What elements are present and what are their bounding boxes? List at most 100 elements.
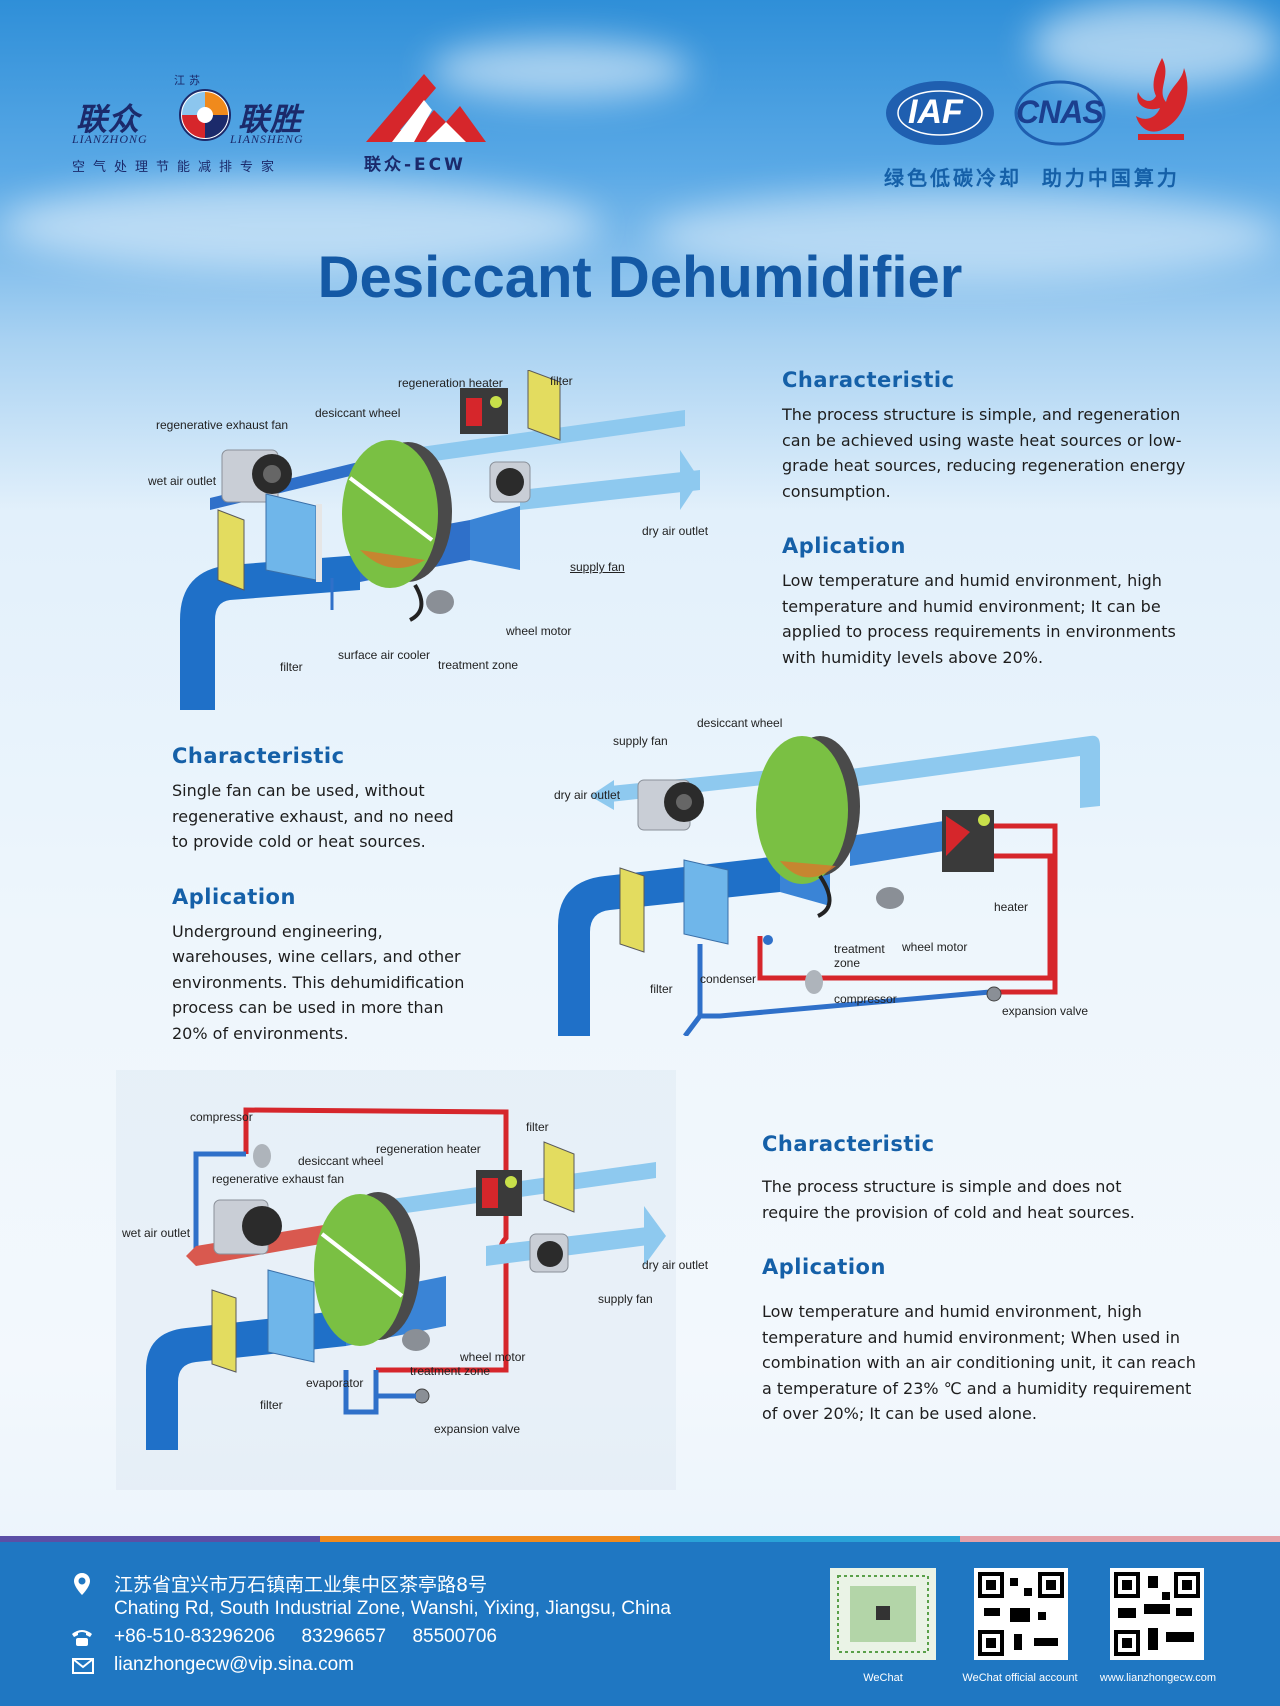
label-regeneration-heater: regeneration heater bbox=[398, 376, 503, 390]
top-filter bbox=[543, 1141, 575, 1213]
label-condenser: condenser bbox=[700, 972, 757, 986]
brand-small-text: 江苏 bbox=[174, 74, 204, 87]
label-wheel-motor: wheel motor bbox=[902, 940, 968, 954]
cloud bbox=[0, 180, 600, 270]
iaf-ellipse-icon bbox=[886, 81, 994, 145]
telephone-icon bbox=[72, 1630, 92, 1646]
brand-logo: 江苏 联众 联胜 LIANZHONG LIANSHENG 空气处理节能减排专家 bbox=[70, 66, 330, 176]
section-2-application-text: Underground engineering, warehouses, win… bbox=[172, 921, 465, 1043]
qr-pattern-icon bbox=[837, 1575, 929, 1653]
footer-strip bbox=[0, 1536, 320, 1544]
section-3-text: Characteristic The process structure is … bbox=[762, 1132, 1202, 1427]
qr-code-website bbox=[1110, 1568, 1204, 1660]
label-compressor: compressor bbox=[190, 1110, 253, 1124]
filter bbox=[619, 867, 645, 953]
condenser bbox=[683, 859, 729, 945]
email: lianzhongecw@vip.sina.com bbox=[114, 1654, 355, 1675]
qr-caption-official-account: WeChat official account bbox=[962, 1672, 1078, 1684]
compressor bbox=[805, 970, 823, 994]
label-regenerative-exhaust-fan: regenerative exhaust fan bbox=[212, 1172, 345, 1186]
refrigerant-cold-line bbox=[697, 944, 991, 1019]
section-3-characteristic-heading: Characteristic bbox=[762, 1132, 935, 1156]
desiccant-wheel bbox=[756, 736, 848, 884]
section-3-application-heading: Aplication bbox=[762, 1255, 886, 1279]
china-quality-mark-icon bbox=[1136, 58, 1188, 140]
label-wheel-motor: wheel motor bbox=[460, 1350, 526, 1364]
tagline: 绿色低碳冷却 助力中国算力 bbox=[884, 166, 1180, 190]
label-expansion-valve: expansion valve bbox=[434, 1422, 521, 1436]
bottom-filter bbox=[217, 509, 245, 591]
footer-strip bbox=[320, 1536, 640, 1544]
label-treatment-zone: treatment zone bbox=[410, 1364, 491, 1378]
brand-right-name: 联胜 bbox=[238, 102, 302, 138]
dry-air-arrow-head bbox=[644, 1206, 666, 1266]
label-desiccant-wheel: desiccant wheel bbox=[315, 406, 401, 420]
section-3-characteristic-text: The process structure is simple and does… bbox=[762, 1177, 1135, 1222]
wheel-motor bbox=[402, 1329, 430, 1351]
cnas-text: CNAS bbox=[1016, 94, 1104, 130]
section-2-characteristic-heading: Characteristic bbox=[172, 744, 345, 768]
phone-numbers: +86-510-83296206 83296657 85500706 bbox=[114, 1626, 497, 1647]
brand-left-en: LIANZHONG bbox=[72, 132, 148, 146]
qr-code-official-account bbox=[974, 1568, 1068, 1660]
label-heater: heater bbox=[994, 900, 1029, 914]
diagram-1-drawing bbox=[180, 370, 700, 710]
label-supply-fan: supply fan bbox=[570, 560, 625, 574]
footer-strip bbox=[640, 1536, 960, 1544]
label-compressor: compressor bbox=[834, 992, 897, 1006]
wheel-motor bbox=[876, 887, 904, 909]
refrigerant-hot-line bbox=[757, 853, 1053, 981]
cnas-badge: CNAS bbox=[1014, 80, 1106, 146]
inlet-duct bbox=[558, 856, 780, 1036]
label-regenerative-exhaust-fan: regenerative exhaust fan bbox=[156, 418, 289, 432]
cloud bbox=[1030, 0, 1280, 90]
cloud bbox=[650, 190, 1280, 280]
brand-left-name: 联众 bbox=[76, 102, 140, 138]
label-wet-air-outlet: wet air outlet bbox=[122, 1226, 191, 1240]
section-1-characteristic-text: The process structure is simple, and reg… bbox=[782, 405, 1186, 501]
label-filter-bottom: filter bbox=[280, 660, 303, 674]
label-treatment-zone: treatment zone bbox=[834, 942, 885, 970]
dry-air-arrow bbox=[590, 780, 614, 810]
footer-strip bbox=[960, 1536, 1280, 1544]
surface-air-cooler bbox=[265, 493, 317, 581]
label-desiccant-wheel: desiccant wheel bbox=[697, 716, 783, 730]
label-supply-fan: supply fan bbox=[613, 734, 668, 748]
envelope-icon bbox=[72, 1658, 94, 1674]
ecw-mountain-icon bbox=[366, 74, 486, 142]
label-desiccant-wheel: desiccant wheel bbox=[298, 1154, 384, 1168]
wheel-motor bbox=[426, 590, 454, 614]
label-treatment-zone: treatment zone bbox=[438, 658, 519, 672]
section-1-characteristic-heading: Characteristic bbox=[782, 368, 955, 392]
inlet-duct bbox=[180, 555, 360, 710]
label-supply-fan: supply fan bbox=[598, 1292, 653, 1306]
diagram-3-drawing bbox=[146, 1107, 666, 1450]
ecw-logo-text: 联众-ECW bbox=[364, 155, 466, 175]
label-wet-air-outlet: wet air outlet bbox=[148, 474, 217, 488]
section-3-application-text: Low temperature and humid environment, h… bbox=[762, 1302, 1196, 1423]
diagram-2: desiccant wheel supply fan dry air outle… bbox=[550, 716, 1110, 1036]
cnas-ring-icon bbox=[1014, 80, 1106, 146]
dry-air-arrow-head bbox=[680, 450, 700, 510]
location-pin-icon bbox=[74, 1573, 90, 1595]
brand-right-en: LIANSHENG bbox=[230, 132, 304, 146]
label-filter-top: filter bbox=[550, 374, 573, 388]
evaporator bbox=[267, 1269, 315, 1363]
footer: 江苏省宜兴市万石镇南工业集中区茶亭路8号 Chating Rd, South I… bbox=[0, 1542, 1280, 1706]
desiccant-wheel bbox=[314, 1194, 406, 1346]
section-2-characteristic-text: Single fan can be used, without regenera… bbox=[172, 781, 454, 851]
brand-slogan: 空气处理节能减排专家 bbox=[72, 160, 283, 175]
bottom-filter bbox=[211, 1289, 237, 1373]
section-1-application-heading: Aplication bbox=[782, 534, 906, 558]
label-dry-air-outlet: dry air outlet bbox=[642, 524, 709, 538]
regeneration-airflow bbox=[370, 410, 685, 470]
address-cn: 江苏省宜兴市万石镇南工业集中区茶亭路8号 bbox=[114, 1574, 488, 1596]
swirl-logo-icon bbox=[179, 89, 231, 141]
section-2-text: Characteristic Single fan can be used, w… bbox=[172, 744, 492, 1046]
expansion-valve bbox=[986, 986, 1002, 1002]
qr-code-wechat bbox=[830, 1568, 936, 1660]
label-wheel-motor: wheel motor bbox=[506, 624, 572, 638]
label-expansion-valve: expansion valve bbox=[1002, 1004, 1089, 1018]
label-dry-air-outlet: dry air outlet bbox=[642, 1258, 709, 1272]
